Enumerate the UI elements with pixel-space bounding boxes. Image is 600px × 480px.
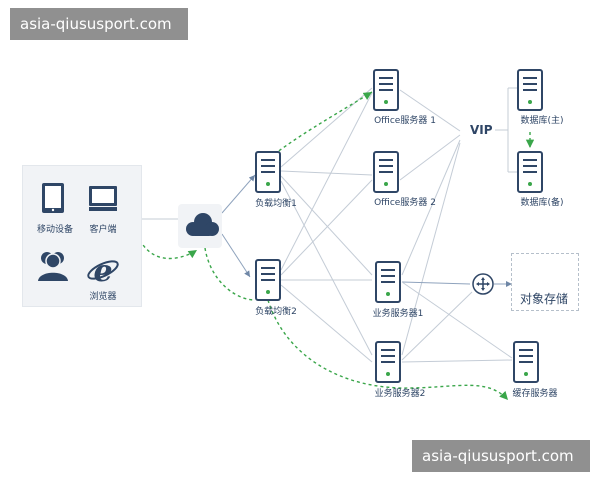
cache-label: 缓存服务器 bbox=[512, 389, 558, 399]
lb2-server-icon bbox=[255, 259, 281, 301]
failover-paths bbox=[139, 91, 535, 401]
db-backup-server-icon bbox=[517, 151, 543, 193]
browser-e-icon: e bbox=[87, 254, 119, 289]
connection-lines bbox=[141, 87, 517, 363]
tablet-icon bbox=[42, 183, 64, 213]
office2-server-icon bbox=[373, 151, 399, 193]
watermark-bottom: asia-qiususport.com bbox=[412, 440, 590, 472]
office1-label: Office服务器 1 bbox=[374, 116, 436, 126]
client-icons: e bbox=[38, 183, 119, 289]
vip-label: VIP bbox=[470, 123, 493, 137]
cloud-node bbox=[178, 204, 222, 248]
lb1-label: 负载均衡1 bbox=[255, 199, 297, 209]
biz2-server-icon bbox=[375, 341, 401, 383]
cache-server-icon bbox=[513, 341, 539, 383]
office1-server-icon bbox=[373, 69, 399, 111]
biz1-label: 业务服务器1 bbox=[372, 309, 424, 319]
object-storage-label: 对象存储 bbox=[519, 292, 569, 306]
object-storage-box bbox=[511, 253, 579, 311]
router-icon bbox=[472, 273, 494, 295]
mobile-device-label: 移动设备 bbox=[36, 225, 74, 235]
browser-label: 浏览器 bbox=[89, 292, 117, 302]
biz2-label: 业务服务器2 bbox=[374, 389, 426, 399]
svg-text:e: e bbox=[93, 254, 112, 289]
client-label: 客户端 bbox=[89, 225, 117, 235]
biz1-server-icon bbox=[375, 261, 401, 303]
users-icon bbox=[38, 252, 68, 281]
client-group: e 移动设备 客户端 浏览器 bbox=[22, 165, 142, 307]
monitor-icon bbox=[89, 186, 117, 211]
lb2-label: 负载均衡2 bbox=[255, 307, 297, 317]
watermark-top: asia-qiususport.com bbox=[10, 8, 188, 40]
lb1-server-icon bbox=[255, 151, 281, 193]
office2-label: Office服务器 2 bbox=[374, 198, 436, 208]
db-backup-label: 数据库(备) bbox=[520, 198, 564, 208]
cloud-icon bbox=[186, 213, 219, 236]
db-primary-label: 数据库(主) bbox=[520, 116, 564, 126]
db-primary-server-icon bbox=[517, 69, 543, 111]
